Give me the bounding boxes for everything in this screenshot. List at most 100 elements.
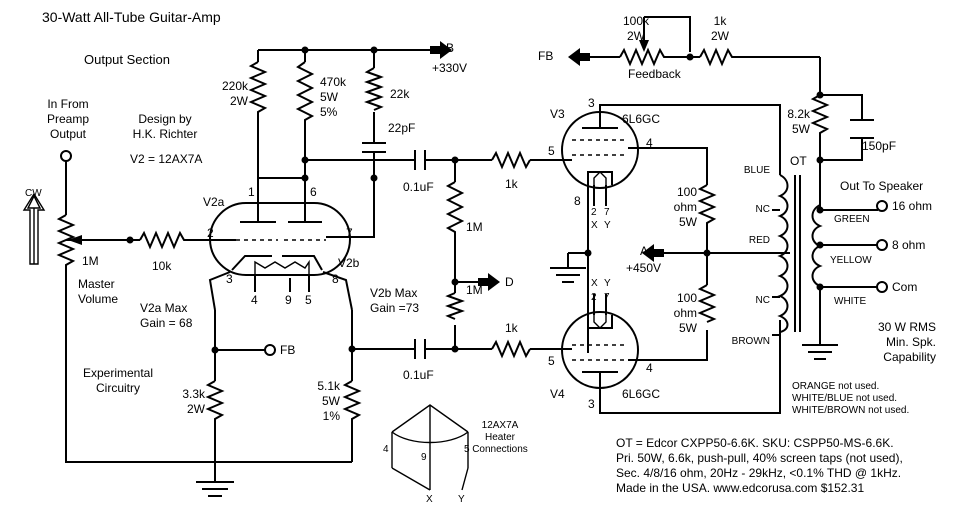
resistor-100-bot: [697, 284, 717, 323]
tube-v2: [209, 202, 351, 276]
diagram-subtitle: Output Section: [84, 52, 170, 67]
tube-v3-type: 6L6GC: [622, 112, 661, 126]
r470k-rating: 5W: [320, 90, 338, 104]
unused-orange: ORANGE not used.: [792, 381, 880, 392]
r8k2-value: 8.2k: [787, 107, 810, 121]
speaker-tap-8: 8 ohm: [892, 238, 926, 252]
c01-bot-value: 0.1uF: [403, 368, 434, 382]
master-volume-2: Volume: [78, 292, 119, 306]
a-label: A: [640, 244, 649, 258]
resistor-10k: [139, 230, 188, 250]
r3k3-rating: 2W: [187, 402, 205, 416]
v2a-gain-1: V2a Max: [140, 301, 188, 315]
v4-pin-5: 5: [548, 354, 555, 368]
sec-white: WHITE: [834, 296, 867, 307]
v2-pin-2: 2: [207, 226, 214, 240]
tube-v4-label: V4: [550, 387, 565, 401]
ground-symbols: [196, 267, 838, 497]
r100-top-unit: ohm: [673, 200, 697, 214]
master-volume-1: Master: [78, 277, 115, 291]
v2-pin-3: 3: [226, 272, 233, 286]
v2-pin-7: 7: [346, 226, 353, 240]
tap-nc-2: NC: [755, 295, 770, 306]
tube-v2b-label: V2b: [338, 256, 360, 270]
resistors: [56, 47, 830, 425]
heater-title-2: Heater: [484, 432, 515, 443]
experimental-2: Circuitry: [96, 381, 140, 395]
v4-pin-4: 4: [646, 361, 653, 375]
tube-v3-label: V3: [550, 107, 565, 121]
r1k-fb-value: 1k: [713, 14, 727, 28]
v2a-gain-2: Gain = 68: [140, 316, 193, 330]
ot-note-2: Pri. 50W, 6.6k, push-pull, 40% screen ta…: [616, 451, 903, 465]
r100-top-value: 100: [676, 185, 697, 199]
heater-pin-9: 9: [421, 452, 427, 463]
a-voltage: +450V: [626, 261, 662, 275]
v2-pin-5: 5: [305, 293, 312, 307]
resistor-100k-fb: [619, 47, 668, 67]
ot-label: OT: [790, 154, 807, 168]
r1m-master-value: 1M: [82, 254, 99, 268]
ot-note-3: Sec. 4/8/16 ohm, 20Hz - 29kHz, <0.1% THD…: [616, 466, 902, 480]
tap-nc-1: NC: [755, 204, 770, 215]
heater-pin-5: 5: [464, 444, 470, 455]
v2-pin-4: 4: [251, 293, 258, 307]
input-label-2: Preamp: [46, 112, 90, 126]
v2b-gain-2: Gain =73: [370, 301, 420, 315]
speaker-rating-2: Min. Spk.: [885, 335, 936, 349]
resistor-1k-top: [491, 150, 531, 170]
resistor-22k: [364, 67, 384, 111]
fb-out-label: FB: [538, 49, 554, 63]
wipers: [66, 17, 649, 245]
input-label-1: In From: [47, 97, 89, 111]
resistor-220k: [248, 61, 268, 118]
speaker-tap-16: 16 ohm: [892, 199, 933, 213]
r100-top-rating: 5W: [679, 215, 697, 229]
v2-pin-6: 6: [310, 185, 317, 199]
r100k-fb-value: 100k: [622, 14, 650, 28]
v3-pin-5: 5: [548, 144, 555, 158]
resistor-3k3: [205, 380, 225, 425]
v2-pin-8: 8: [332, 272, 339, 286]
speaker-tap-com: Com: [892, 280, 918, 294]
r470k-value: 470k: [320, 75, 347, 89]
resistor-1k-bot: [491, 339, 531, 359]
c150p-value: 150pF: [862, 139, 897, 153]
r470k-tolerance: 5%: [320, 105, 338, 119]
v3-pin-x: X: [591, 220, 598, 231]
r100-bot-rating: 5W: [679, 321, 697, 335]
heater-pin-4: 4: [383, 444, 389, 455]
arrows: [22, 41, 664, 291]
potentiometer-master: [56, 214, 76, 272]
tap-brown: BROWN: [731, 336, 770, 347]
speaker-title: Out To Speaker: [840, 179, 924, 193]
r1m-a-value: 1M: [466, 220, 483, 234]
resistor-1k-fb: [699, 47, 740, 67]
r8k2-rating: 5W: [792, 122, 810, 136]
resistor-470k: [295, 61, 315, 125]
c01-top-value: 0.1uF: [403, 180, 434, 194]
unused-white-blue: WHITE/BLUE not used.: [792, 393, 898, 404]
tube-v4-type: 6L6GC: [622, 387, 661, 401]
b-label: B: [446, 41, 455, 55]
v3-pin-y: Y: [604, 220, 611, 231]
v3-pin-8: 8: [574, 194, 581, 208]
r220k-rating: 2W: [230, 94, 248, 108]
feedback-label: Feedback: [628, 67, 681, 81]
v2-pin-1: 1: [248, 185, 255, 199]
r3k3-value: 3.3k: [182, 387, 205, 401]
v2-pin-9: 9: [285, 293, 292, 307]
input-label-3: Output: [49, 127, 87, 141]
speaker-rating-1: 30 W RMS: [877, 320, 936, 334]
tube-v3: [560, 111, 639, 206]
r1m-b-value: 1M: [466, 283, 483, 297]
speaker-rating-3: Capability: [883, 350, 936, 364]
v4-pin-7: 7: [604, 292, 610, 303]
r1k-bot-value: 1k: [505, 321, 518, 335]
cw-label: CW: [25, 188, 42, 199]
resistor-100-top: [697, 184, 717, 230]
design-credit-2: H.K. Richter: [132, 127, 198, 141]
output-transformer: [772, 174, 823, 336]
r100-bot-value: 100: [676, 291, 697, 305]
